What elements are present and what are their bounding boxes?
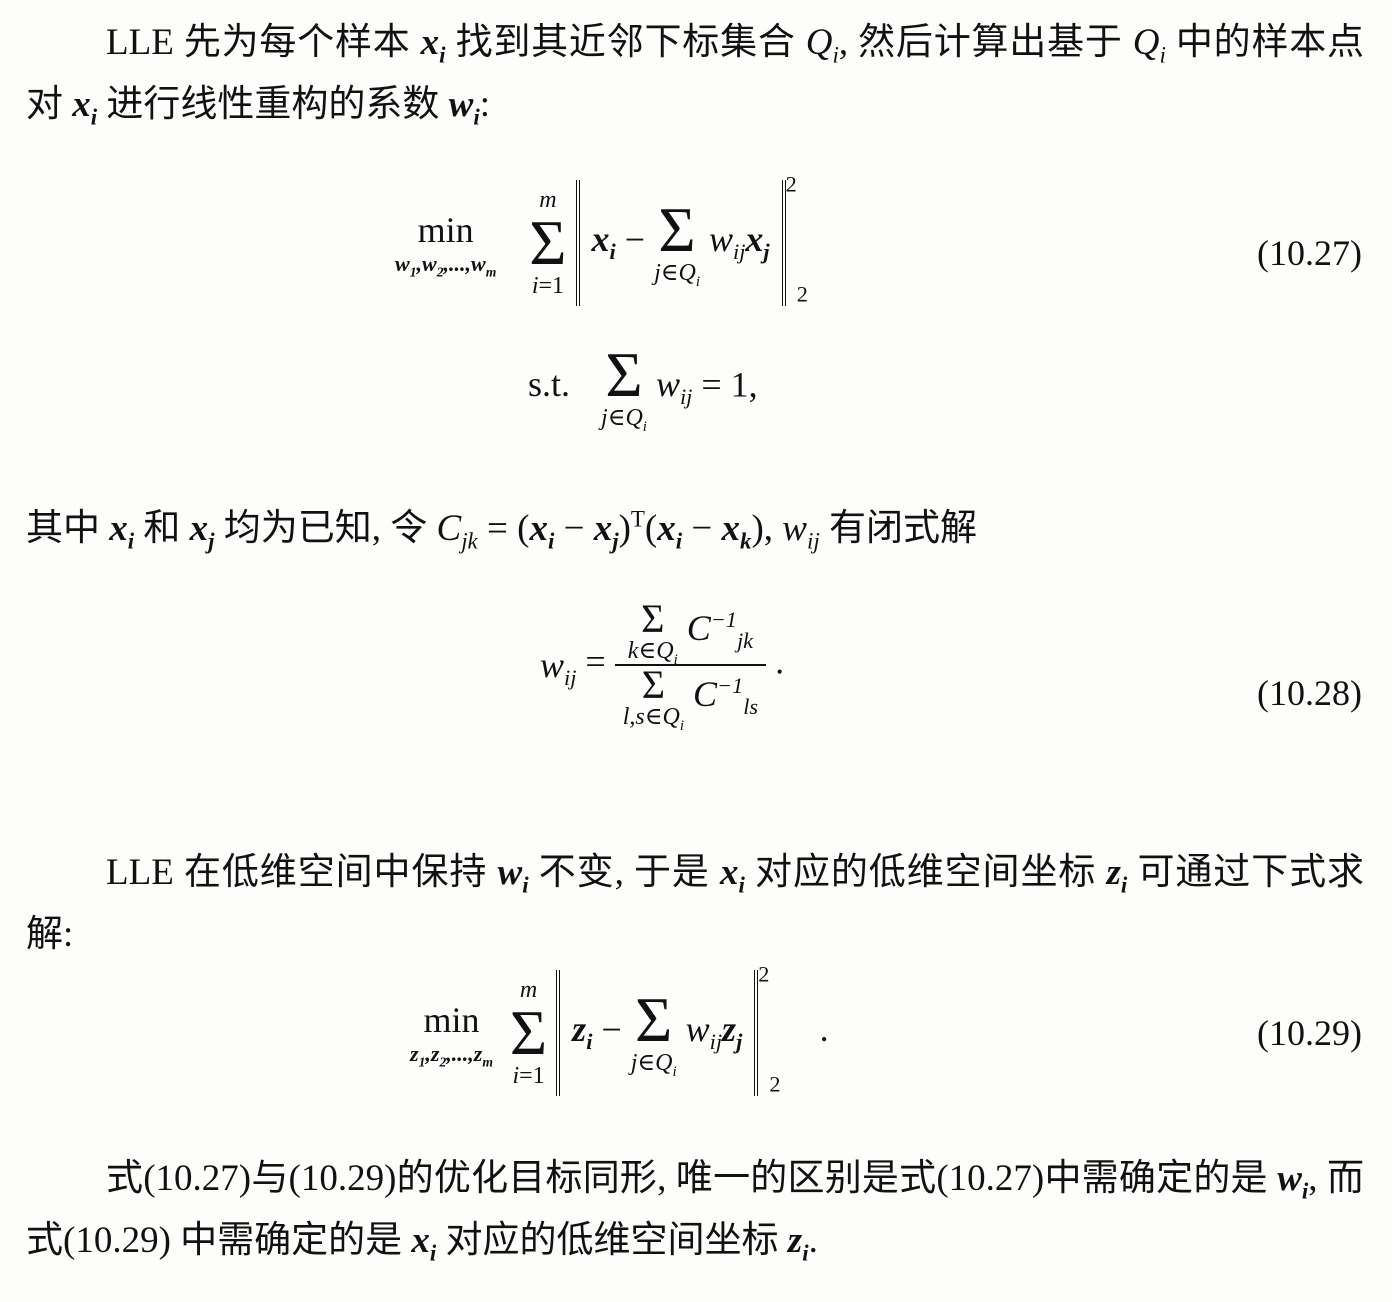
- paragraph-4: 式(10.27)与(10.29)的优化目标同形, 唯一的区别是式(10.27)中…: [26, 1158, 1364, 1266]
- text: 进行线性重构的系数: [106, 84, 440, 125]
- text: 式(10.27)与(10.29)的优化目标同形, 唯一的区别是式(10.27)中…: [106, 1158, 1268, 1199]
- text: 其中: [26, 508, 100, 549]
- paragraph-2: 其中 xi 和 xj 均为已知, 令 Cjk = (xi − xj)T(xi −…: [26, 506, 977, 554]
- st-label: s.t.: [528, 364, 571, 405]
- paragraph-1: LLE 先为每个样本 xi 找到其近邻下标集合 Qi, 然后计算出基于 Qi 中…: [26, 22, 1365, 130]
- equation-number: (10.28): [1257, 673, 1362, 713]
- text: , 然后计算出基于: [838, 22, 1123, 63]
- text: LLE 在低维空间中保持: [106, 852, 488, 893]
- text: 找到其近邻下标集合: [455, 22, 796, 63]
- text: LLE 先为每个样本: [106, 22, 411, 63]
- text: 中的样本点对: [26, 22, 1365, 125]
- paragraph-3: LLE 在低维空间中保持 wi 不变, 于是 xi 对应的低维空间坐标 zi 可…: [26, 852, 1365, 955]
- equation-number: (10.27): [1257, 233, 1362, 273]
- text: 和: [143, 508, 181, 549]
- text: 可通过下式求解:: [26, 852, 1365, 955]
- text: 不变, 于是: [538, 852, 710, 893]
- text: 对应的低维空间坐标: [755, 852, 1097, 893]
- text: 有闭式解: [828, 508, 977, 549]
- equation-number: (10.29): [1257, 1013, 1362, 1053]
- text: , 而式(10.29) 中需确定的是: [26, 1158, 1364, 1261]
- text: 均为已知, 令: [223, 508, 428, 549]
- min-label: min: [423, 1000, 480, 1040]
- text: 对应的低维空间坐标: [445, 1220, 779, 1261]
- min-label: min: [417, 210, 474, 250]
